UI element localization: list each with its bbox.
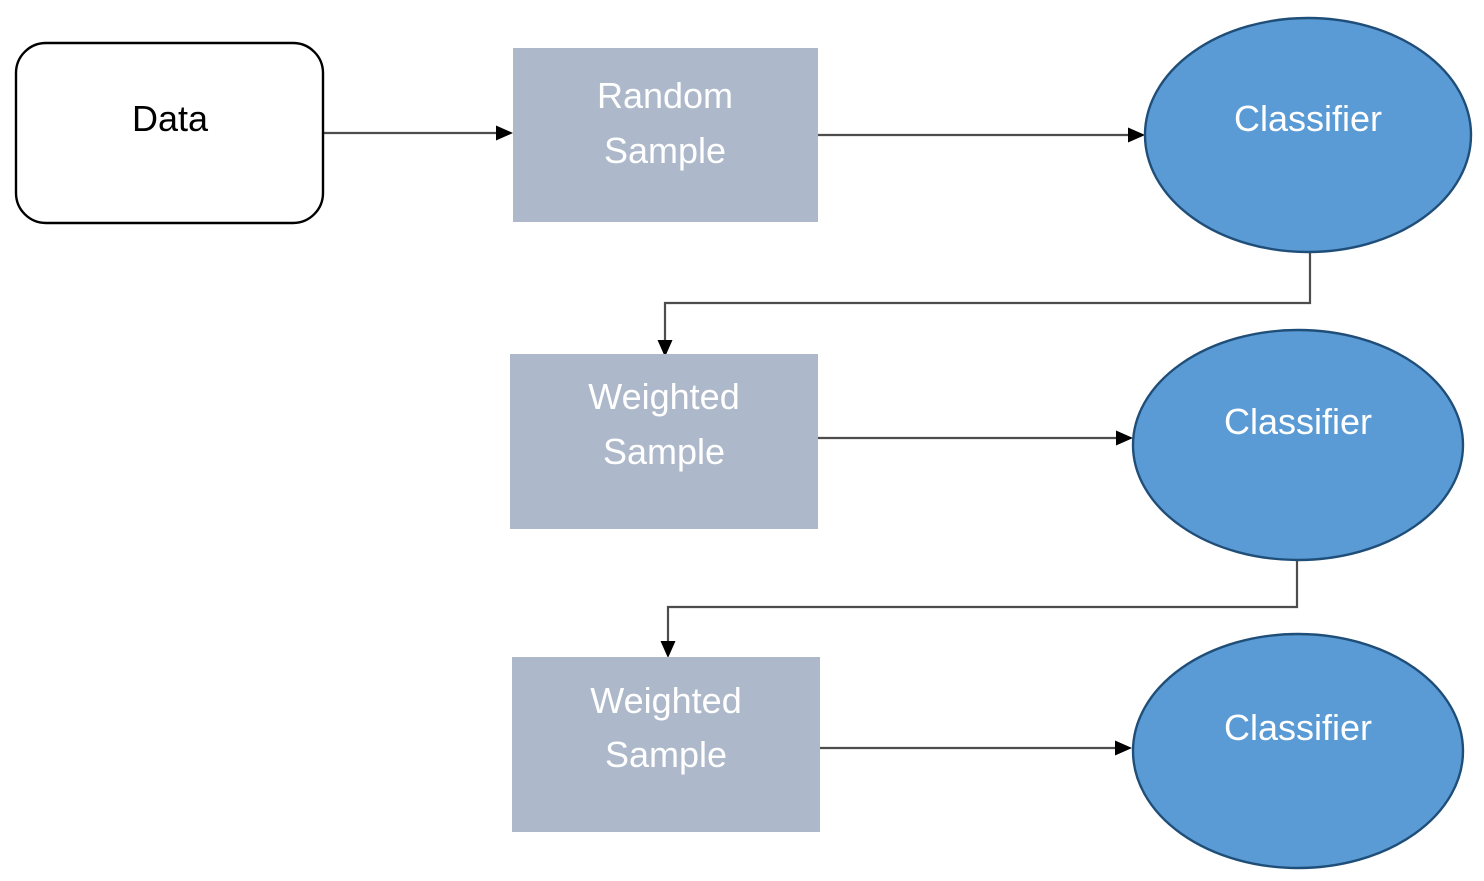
arrowhead-right-icon bbox=[496, 125, 513, 141]
classifier-2-label: Classifier bbox=[1224, 401, 1372, 442]
random-sample-label-line2: Sample bbox=[604, 130, 726, 171]
random-sample-label-line1: Random bbox=[597, 75, 733, 116]
arrowhead-down-icon bbox=[657, 340, 673, 357]
data-label: Data bbox=[132, 98, 209, 139]
connector-elbow-line bbox=[666, 560, 1299, 642]
edge-classifier-2-to-weighted-sample-2 bbox=[660, 560, 1299, 658]
arrowhead-right-icon bbox=[1116, 430, 1133, 446]
node-classifier-3: Classifier bbox=[1131, 632, 1465, 870]
connector-elbow-line bbox=[663, 252, 1312, 341]
weighted-sample-1-box bbox=[510, 354, 818, 529]
arrowhead-right-icon bbox=[1128, 127, 1145, 143]
weighted-sample-2-label-line1: Weighted bbox=[590, 680, 741, 721]
edge-random-sample-to-classifier-1 bbox=[818, 127, 1145, 143]
node-weighted-sample-1: Weighted Sample bbox=[510, 354, 818, 529]
arrowhead-down-icon bbox=[660, 641, 676, 658]
weighted-sample-2-label-line2: Sample bbox=[605, 734, 727, 775]
weighted-sample-1-label-line1: Weighted bbox=[588, 376, 739, 417]
random-sample-box bbox=[513, 48, 818, 222]
classifier-3-ellipse bbox=[1131, 632, 1465, 870]
edge-weighted-sample-2-to-classifier-3 bbox=[820, 740, 1132, 756]
weighted-sample-1-label-line2: Sample bbox=[603, 431, 725, 472]
node-random-sample: Random Sample bbox=[513, 48, 818, 222]
classifier-2-ellipse bbox=[1131, 328, 1465, 562]
classifier-1-ellipse bbox=[1143, 16, 1473, 254]
node-classifier-1: Classifier bbox=[1143, 16, 1473, 254]
weighted-sample-2-box bbox=[512, 657, 820, 832]
arrowhead-right-icon bbox=[1115, 740, 1132, 756]
node-data: Data bbox=[14, 41, 325, 225]
edge-data-to-random-sample bbox=[323, 125, 513, 141]
classifier-1-label: Classifier bbox=[1234, 98, 1382, 139]
edge-weighted-sample-1-to-classifier-2 bbox=[818, 430, 1133, 446]
node-weighted-sample-2: Weighted Sample bbox=[512, 657, 820, 832]
node-classifier-2: Classifier bbox=[1131, 328, 1465, 562]
classifier-3-label: Classifier bbox=[1224, 707, 1372, 748]
data-box bbox=[14, 41, 325, 225]
edge-classifier-1-to-weighted-sample-1 bbox=[657, 252, 1312, 357]
